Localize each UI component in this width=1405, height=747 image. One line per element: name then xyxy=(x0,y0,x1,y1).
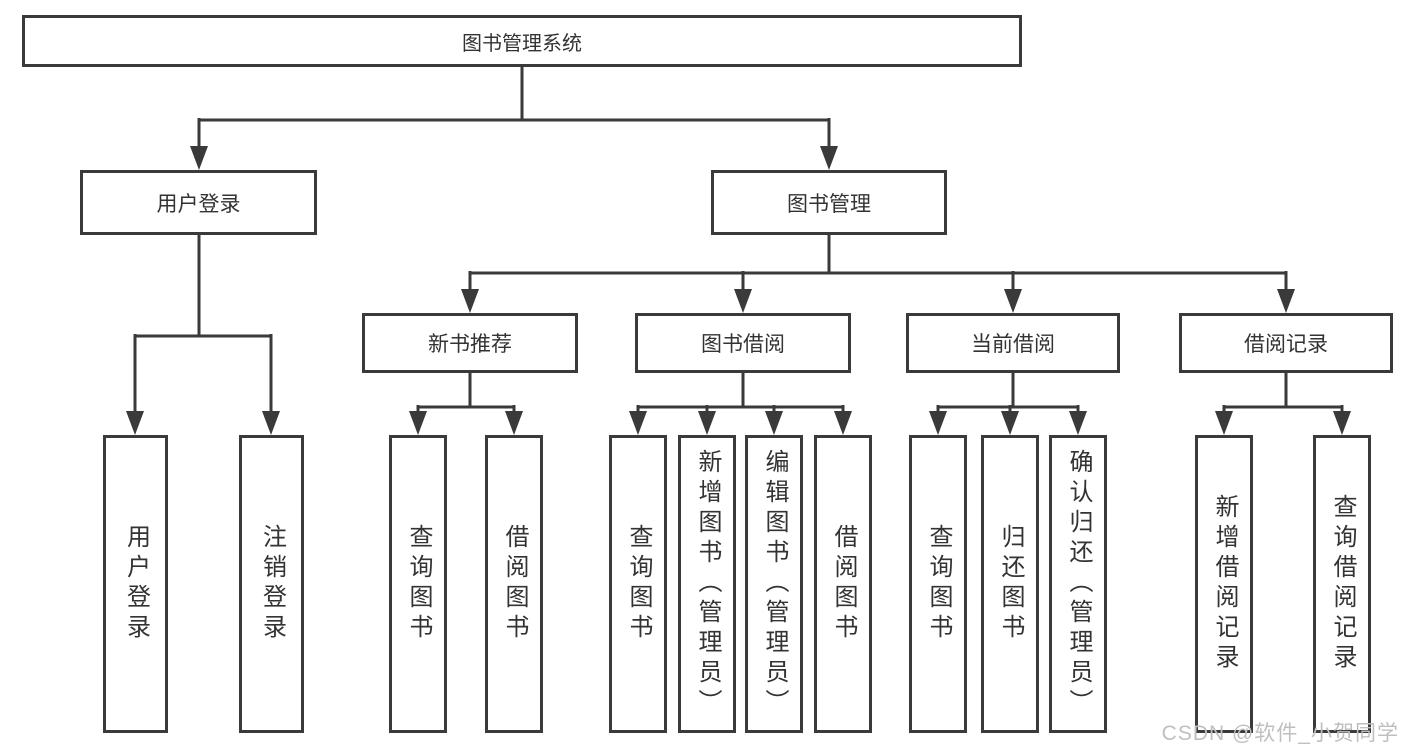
leaf-borrow-books-recommend-label: 借阅图书 xyxy=(501,524,528,644)
leaf-borrow-books-borrow: 借阅图书 xyxy=(814,435,872,733)
leaf-add-books-admin: 新增图书（管理员） xyxy=(678,435,736,733)
connector-lines xyxy=(133,67,1344,413)
leaf-return-books-label: 归还图书 xyxy=(997,524,1024,644)
leaf-add-books-admin-label: 新增图书（管理员） xyxy=(694,449,721,719)
leaf-edit-books-admin-label: 编辑图书（管理员） xyxy=(761,449,788,719)
node-borrow-records-label: 借阅记录 xyxy=(1244,333,1328,356)
leaf-borrow-books-recommend: 借阅图书 xyxy=(485,435,543,733)
node-user-login-label: 用户登录 xyxy=(156,192,241,216)
leaf-query-borrow-record-label: 查询借阅记录 xyxy=(1329,494,1356,674)
csdn-watermark: CSDN @软件_小贺同学 xyxy=(1161,722,1399,745)
node-book-borrow-label: 图书借阅 xyxy=(701,333,785,356)
leaf-user-login-label: 用户登录 xyxy=(122,524,150,644)
leaf-user-login: 用户登录 xyxy=(103,435,168,733)
node-current-borrow-label: 当前借阅 xyxy=(971,333,1055,356)
node-current-borrow: 当前借阅 xyxy=(906,313,1120,373)
node-book-management: 图书管理 xyxy=(711,170,947,235)
leaf-edit-books-admin: 编辑图书（管理员） xyxy=(745,435,803,733)
node-root-label: 图书管理系统 xyxy=(462,32,582,55)
leaf-query-borrow-record: 查询借阅记录 xyxy=(1313,435,1371,733)
leaf-query-books-borrow-label: 查询图书 xyxy=(625,524,652,644)
node-user-login: 用户登录 xyxy=(80,170,317,235)
leaf-query-books-recommend-label: 查询图书 xyxy=(405,524,432,644)
node-new-book-recommend-label: 新书推荐 xyxy=(428,333,512,356)
leaf-logout: 注销登录 xyxy=(239,435,304,733)
node-new-book-recommend: 新书推荐 xyxy=(362,313,578,373)
leaf-borrow-books-borrow-label: 借阅图书 xyxy=(830,524,857,644)
node-root: 图书管理系统 xyxy=(22,15,1022,67)
leaf-confirm-return-admin: 确认归还（管理员） xyxy=(1049,435,1107,733)
leaf-query-books-current: 查询图书 xyxy=(909,435,967,733)
leaf-return-books: 归还图书 xyxy=(981,435,1039,733)
node-book-borrow: 图书借阅 xyxy=(635,313,851,373)
node-borrow-records: 借阅记录 xyxy=(1179,313,1393,373)
leaf-add-borrow-record: 新增借阅记录 xyxy=(1195,435,1253,733)
leaf-confirm-return-admin-label: 确认归还（管理员） xyxy=(1065,449,1092,719)
leaf-add-borrow-record-label: 新增借阅记录 xyxy=(1211,494,1238,674)
leaf-logout-label: 注销登录 xyxy=(258,524,286,644)
leaf-query-books-recommend: 查询图书 xyxy=(389,435,447,733)
node-book-management-label: 图书管理 xyxy=(787,192,871,216)
leaf-query-books-current-label: 查询图书 xyxy=(925,524,952,644)
arrowheads xyxy=(126,146,1351,435)
leaf-query-books-borrow: 查询图书 xyxy=(609,435,667,733)
